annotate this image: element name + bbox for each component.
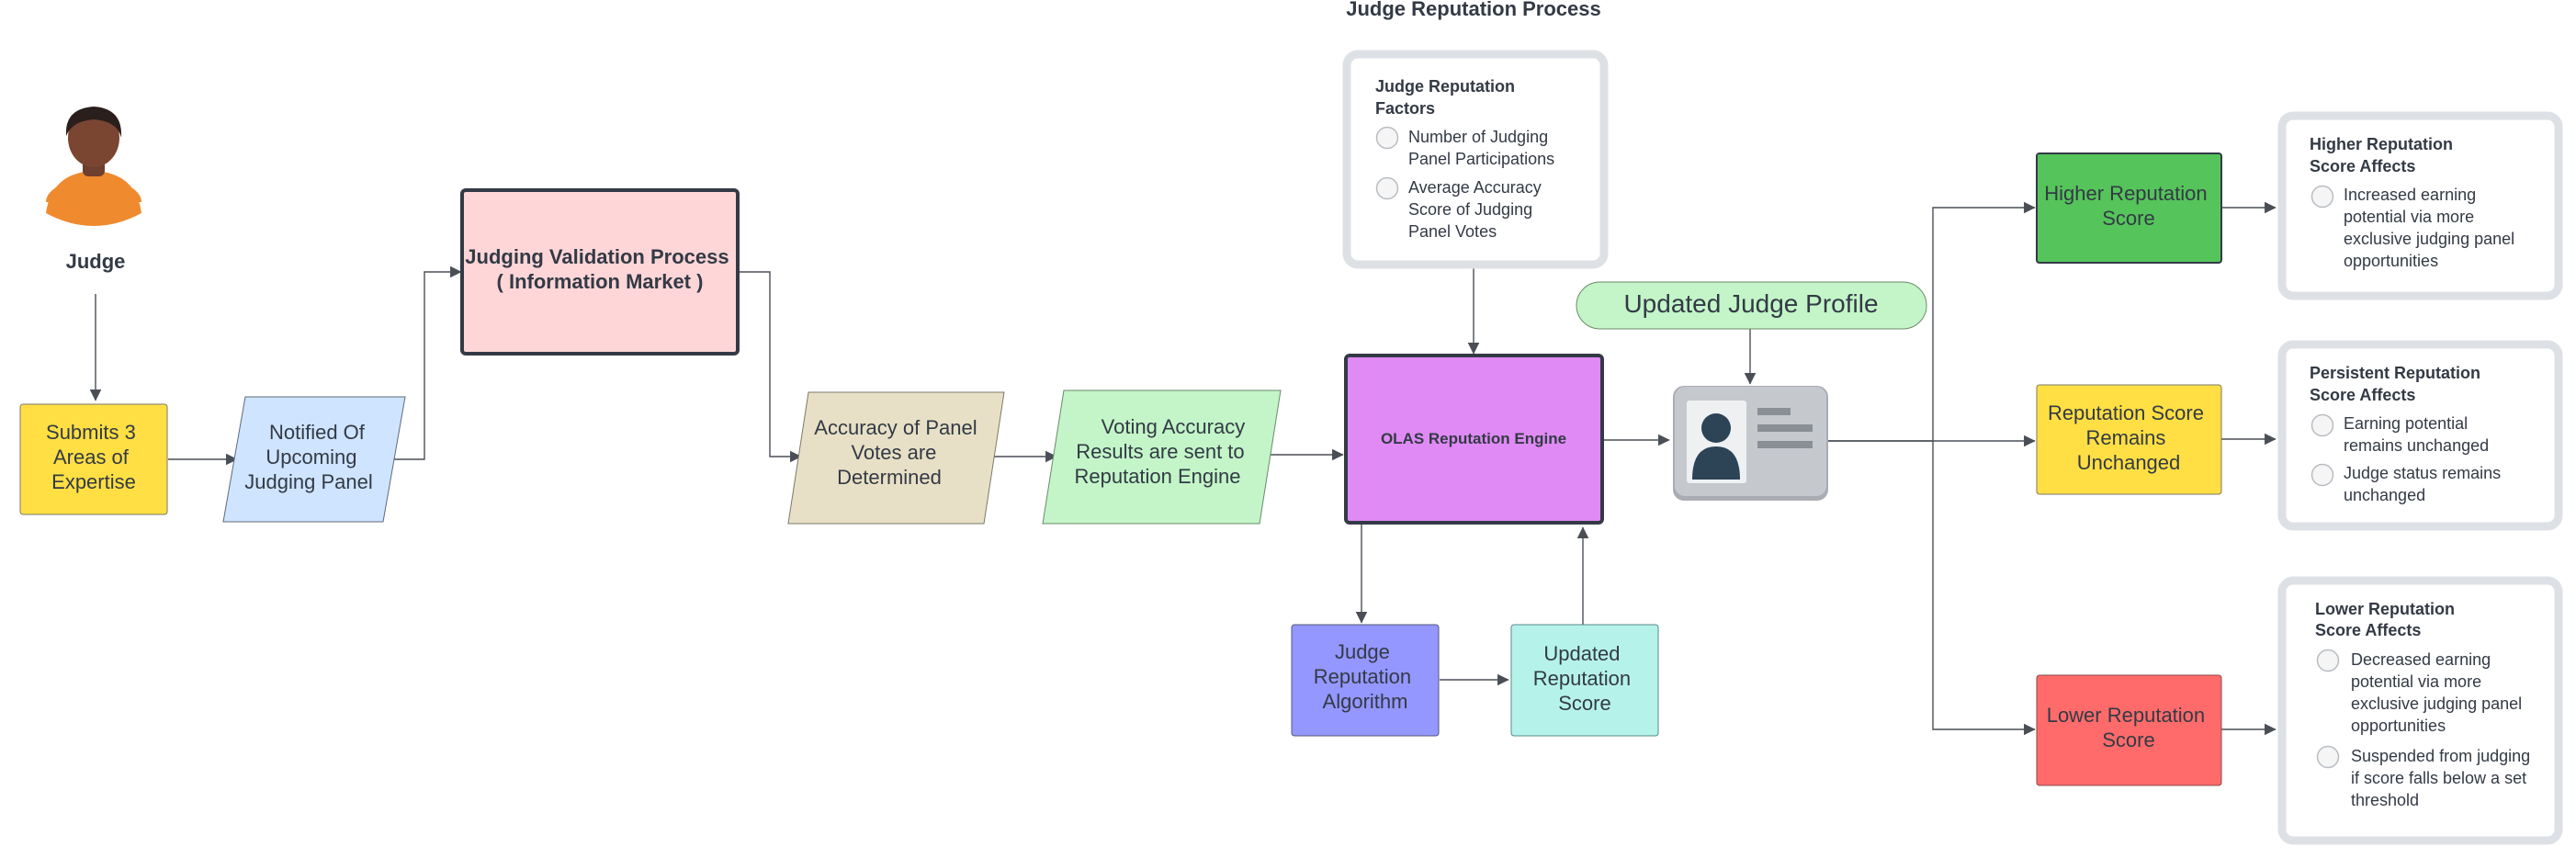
higher-affects-title: Higher Reputation Score Affects: [2310, 135, 2457, 175]
lower-score-box: [2036, 674, 2222, 786]
factor-item-1: Number of Judging Panel Participations: [1408, 128, 1554, 168]
persistent-affects-item-2: Judge status remains unchanged: [2344, 464, 2505, 504]
factor-checkbox-2: [1375, 176, 1399, 200]
diagram-title: Judge Reputation Process: [1346, 0, 1601, 20]
lower-affects-card: Lower Reputation Score Affects Decreased…: [2277, 576, 2563, 845]
lower-score-text: Lower Reputation Score: [2047, 704, 2211, 751]
validation-process-text: Judging Validation Process ( Information…: [465, 245, 734, 293]
remains-score-text: Reputation Score Remains Unchanged: [2048, 401, 2209, 474]
higher-affects-card: Higher Reputation Score Affects Increase…: [2277, 111, 2563, 300]
validation-process-box: [460, 188, 740, 356]
reputation-algorithm-text: Judge Reputation Algorithm: [1314, 640, 1418, 713]
higher-affects-item-1: Increased earning potential via more exc…: [2344, 186, 2519, 270]
olas-engine-box: [1344, 354, 1604, 525]
factors-title: Judge Reputation Factors: [1375, 77, 1520, 118]
reputation-factors-card: Judge Reputation Factors Number of Judgi…: [1342, 50, 1609, 269]
connector-idcard-lower: [1932, 441, 2036, 736]
persistent-affects-item-1: Earning potential remains unchanged: [2344, 414, 2489, 455]
remains-score-box: [2036, 384, 2222, 495]
lower-affects-item-1: Decreased earning potential via more exc…: [2351, 650, 2526, 735]
connector-validation-accuracy: [738, 271, 802, 463]
lower-affects-checkbox-2: [2316, 745, 2340, 769]
factor-checkbox-1: [1375, 126, 1399, 150]
accuracy-determined-text: Accuracy of Panel Votes are Determined: [814, 416, 982, 489]
higher-score-box: [2036, 152, 2222, 264]
lower-affects-checkbox-1: [2316, 649, 2340, 672]
judge-avatar: [46, 107, 141, 230]
updated-profile-text: Updated Judge Profile: [1623, 289, 1878, 318]
higher-affects-checkbox-1: [2310, 185, 2334, 209]
accuracy-determined-shape: [787, 391, 1005, 525]
connectors: [89, 201, 2277, 736]
updated-score-text: Updated Reputation Score: [1533, 642, 1637, 715]
updated-score-box: [1510, 624, 1659, 737]
persistent-affects-checkbox-1: [2310, 413, 2334, 437]
persistent-affects-title: Persistent Reputation Score Affects: [2310, 364, 2485, 404]
voting-results-text: Voting Accuracy Results are sent to Repu…: [1074, 415, 1250, 488]
persistent-affects-checkbox-2: [2310, 463, 2334, 487]
factor-item-2: Average Accuracy Score of Judging Panel …: [1408, 178, 1546, 241]
judge-label: Judge: [66, 250, 126, 273]
higher-score-text: Higher Reputation Score: [2044, 182, 2212, 230]
lower-affects-item-2: Suspended from judging if score falls be…: [2351, 747, 2535, 809]
submits-expertise-box: [19, 403, 168, 515]
persistent-affects-card: Persistent Reputation Score Affects Earn…: [2277, 340, 2563, 531]
voting-results-shape: [1042, 389, 1282, 525]
olas-engine-text: OLAS Reputation Engine: [1381, 430, 1566, 447]
updated-profile-pill: [1576, 281, 1927, 330]
reputation-algorithm-box: [1291, 624, 1440, 737]
lower-affects-title: Lower Reputation Score Affects: [2315, 600, 2459, 639]
id-card-icon: [1673, 386, 1828, 501]
connector-notified-validation: [386, 265, 462, 460]
notified-panel-text: Notified Of Upcoming Judging Panel: [244, 421, 372, 493]
submits-expertise-text: Submits 3 Areas of Expertise: [46, 421, 141, 493]
notified-panel-shape: [222, 396, 406, 523]
